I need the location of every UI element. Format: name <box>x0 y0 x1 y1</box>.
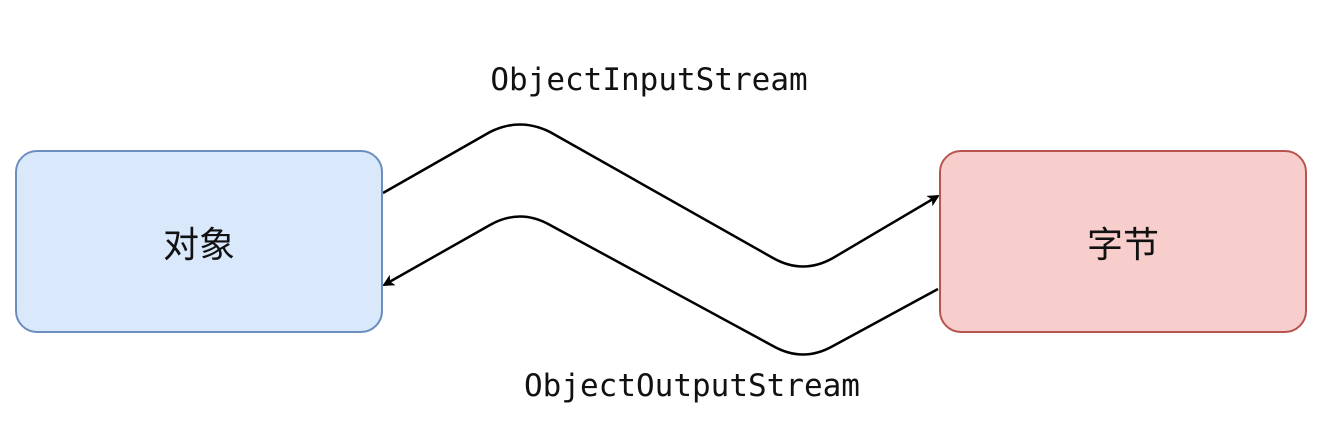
output-stream-label: ObjectOutputStream <box>524 368 860 404</box>
bytes-node-label: 字节 <box>1086 224 1159 266</box>
bytes-node: 字节 <box>939 150 1307 333</box>
input-stream-label: ObjectInputStream <box>490 62 808 98</box>
object-node: 对象 <box>15 150 383 333</box>
output-stream-arrow <box>382 215 939 356</box>
object-node-label: 对象 <box>162 224 235 266</box>
input-stream-arrow <box>382 123 940 268</box>
